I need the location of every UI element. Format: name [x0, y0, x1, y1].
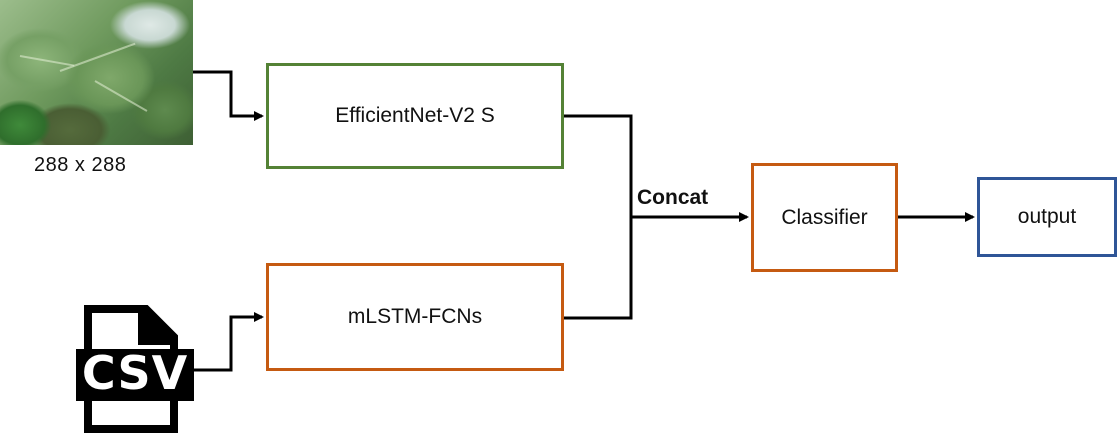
leaf-photo-image	[0, 0, 193, 145]
efficientnet-block: EfficientNet-V2 S	[266, 63, 564, 169]
output-label: output	[1017, 205, 1077, 228]
classifier-label: Classifier	[781, 205, 868, 229]
concat-label: Concat	[637, 186, 709, 209]
arrow-image-to-efficientnet	[193, 70, 264, 121]
mlstm-label: mLSTM-FCNs	[347, 305, 483, 328]
classifier-block: Classifier	[751, 163, 898, 272]
csv-file-icon: CSV	[76, 305, 194, 433]
efficientnet-label: EfficientNet-V2 S	[335, 104, 495, 127]
csv-label: CSV	[81, 346, 189, 400]
mlstm-fcn-block: mLSTM-FCNs	[266, 263, 564, 371]
arrow-csv-to-mlstm	[194, 312, 264, 372]
image-size-caption: 288 x 288	[34, 154, 127, 176]
output-block: output	[977, 177, 1117, 257]
line-efficientnet-to-merge	[564, 114, 633, 320]
